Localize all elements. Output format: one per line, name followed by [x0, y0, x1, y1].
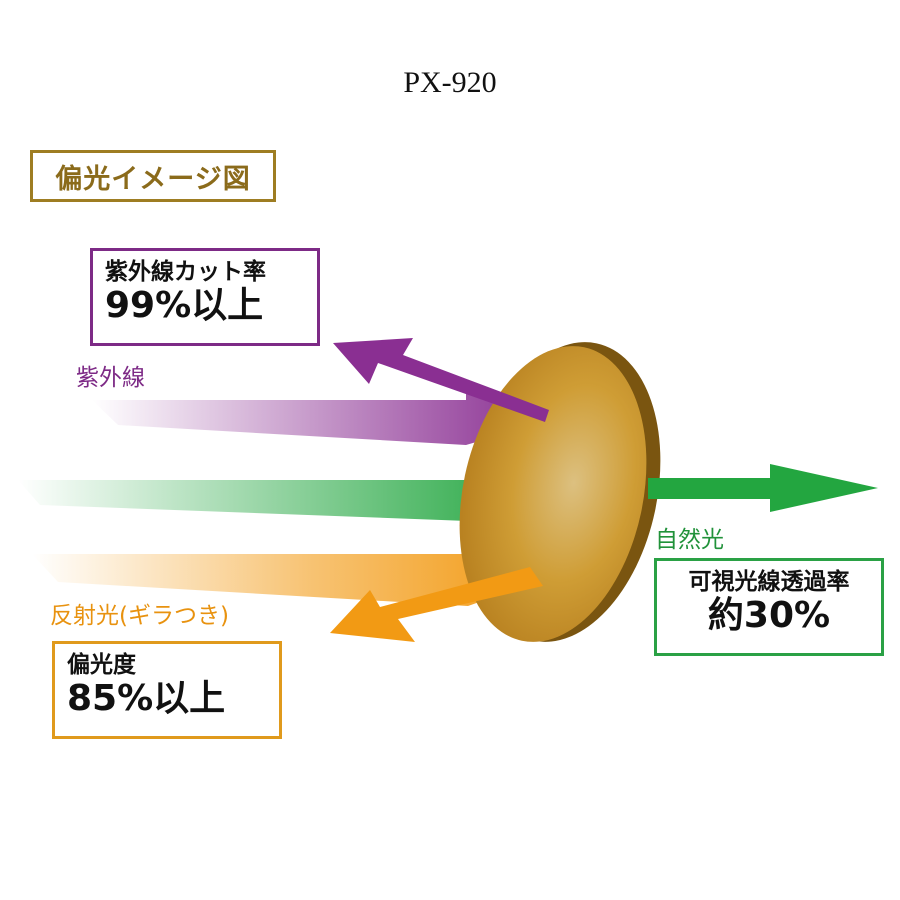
uv-cut-rate-value: 99%以上 — [105, 285, 264, 327]
polarization-degree-value: 85%以上 — [67, 678, 226, 720]
uv-reflected-arrow — [333, 338, 549, 422]
lens-disc — [459, 346, 647, 642]
natural-incoming-beam — [18, 468, 545, 522]
visible-transmittance-value: 約30% — [707, 595, 831, 637]
reflected-incoming-beam — [32, 545, 542, 606]
reflected-light-label: 反射光(ギラつき) — [50, 603, 229, 629]
uv-label: 紫外線 — [76, 365, 145, 391]
polarization-degree-title: 偏光度 — [67, 652, 136, 678]
uv-cut-rate-title: 紫外線カット率 — [105, 259, 266, 285]
diagram-heading: 偏光イメージ図 — [30, 150, 276, 202]
reflected-glare-arrow — [330, 567, 543, 642]
polarization-degree-box: 偏光度 85%以上 — [52, 641, 282, 739]
page-title: PX-920 — [403, 66, 497, 99]
natural-light-label: 自然光 — [655, 527, 724, 553]
natural-transmitted-arrow — [648, 464, 878, 512]
visible-transmittance-box: 可視光線透過率 約30% — [654, 558, 884, 656]
uv-incoming-beam — [92, 388, 545, 445]
uv-cut-rate-box: 紫外線カット率 99%以上 — [90, 248, 320, 346]
visible-transmittance-title: 可視光線透過率 — [688, 569, 850, 595]
